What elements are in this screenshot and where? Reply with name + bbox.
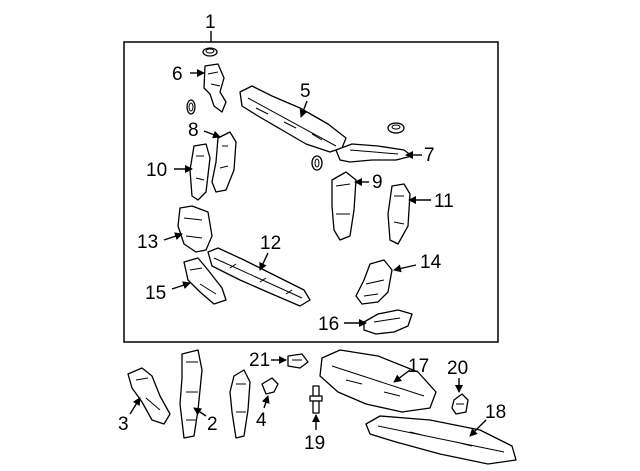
grommet-top [202, 47, 218, 57]
callout-4: 4 [256, 410, 267, 431]
part-8 [211, 131, 237, 193]
callout-16: 16 [318, 314, 339, 335]
part-4-bracket [229, 369, 251, 439]
part-2 [179, 349, 203, 439]
callout-14: 14 [420, 252, 442, 273]
part-10 [189, 143, 211, 201]
part-14 [355, 259, 393, 305]
callout-2: 2 [207, 414, 218, 435]
callout-3: 3 [118, 414, 129, 435]
part-19 [309, 385, 323, 414]
callout-14-arrow [393, 264, 417, 273]
part-5 [239, 85, 347, 153]
callout-17: 17 [408, 356, 429, 377]
callout-8: 8 [188, 120, 199, 141]
part-20 [451, 393, 469, 415]
part-4-clip [261, 377, 279, 395]
part-11 [387, 183, 411, 245]
callout-11: 11 [434, 191, 454, 212]
part-15 [183, 257, 227, 305]
grommet-mid [311, 155, 323, 171]
callout-15-arrow [171, 281, 191, 290]
callout-5-arrow [299, 100, 308, 118]
callout-4-arrow [261, 395, 270, 409]
callout-8-arrow [203, 130, 221, 139]
callout-13: 13 [137, 232, 158, 253]
callout-12: 12 [260, 233, 281, 254]
callout-15: 15 [145, 283, 166, 304]
callout-19: 19 [304, 433, 325, 454]
assembly-box [123, 41, 499, 343]
callout-3-arrow [129, 397, 141, 415]
callout-1: 1 [205, 12, 216, 33]
grommet-right [387, 122, 405, 134]
part-18 [365, 415, 517, 465]
callout-13-arrow [163, 232, 183, 241]
part-21 [287, 353, 309, 369]
callout-9: 9 [372, 172, 383, 193]
part-12 [207, 247, 311, 307]
part-16 [363, 309, 413, 335]
callout-5: 5 [300, 81, 311, 102]
part-9 [331, 171, 357, 241]
callout-10: 10 [146, 160, 167, 181]
part-13 [177, 205, 213, 253]
part-6 [203, 63, 227, 113]
grommet-left [186, 99, 196, 115]
part-7 [335, 143, 413, 163]
callout-7: 7 [424, 145, 435, 166]
callout-17-arrow [393, 369, 411, 383]
callout-6: 6 [172, 64, 183, 85]
part-3 [127, 367, 171, 425]
callout-21: 21 [249, 350, 270, 371]
callout-18: 18 [485, 402, 506, 423]
callout-2-arrow [193, 407, 207, 417]
callout-20: 20 [447, 358, 468, 379]
callout-12-arrow [259, 252, 269, 271]
part-17 [319, 349, 437, 413]
callout-18-arrow [469, 419, 487, 437]
